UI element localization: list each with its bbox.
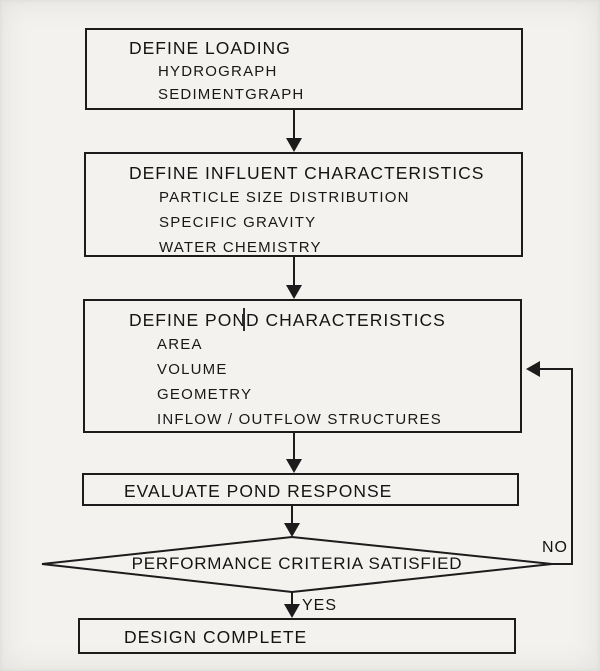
flow-box-design-complete: DESIGN COMPLETE [78,618,516,654]
box-title: DEFINE INFLUENT CHARACTERISTICS [129,163,485,183]
box-item: PARTICLE SIZE DISTRIBUTION [159,189,410,206]
scan-artifact-line [243,308,245,331]
decision-label: PERFORMANCE CRITERIA SATISFIED [131,554,463,573]
flow-box-evaluate-pond-response: EVALUATE POND RESPONSE [82,473,519,506]
flow-box-define-pond-characteristics: DEFINE POND CHARACTERISTICS AREA VOLUME … [83,299,522,433]
no-branch-label: NO [542,539,568,556]
flow-box-define-loading: DEFINE LOADING HYDROGRAPH SEDIMENTGRAPH [85,28,523,110]
arrowhead-into-evaluate [286,459,302,473]
yes-branch-label: YES [302,597,338,614]
box-item: SEDIMENTGRAPH [158,86,305,103]
box-item: GEOMETRY [157,386,253,403]
box-title: DEFINE POND CHARACTERISTICS [129,310,446,330]
box-title: EVALUATE POND RESPONSE [124,481,393,501]
flow-box-define-influent-characteristics: DEFINE INFLUENT CHARACTERISTICS PARTICLE… [84,152,523,257]
box-item: INFLOW / OUTFLOW STRUCTURES [157,411,442,428]
arrowhead-no-into-pond [526,361,540,377]
no-feedback-line [528,368,573,565]
arrowhead-into-complete [284,604,300,618]
box-item: AREA [157,336,203,353]
box-item: WATER CHEMISTRY [159,239,322,256]
arrowhead-into-decision [284,523,300,537]
box-item: SPECIFIC GRAVITY [159,214,317,231]
box-title: DEFINE LOADING [129,38,291,58]
box-title: DESIGN COMPLETE [124,627,308,647]
decision-diamond [41,535,553,594]
arrowhead-into-pond [286,285,302,299]
box-item: VOLUME [157,361,228,378]
box-item: HYDROGRAPH [158,63,278,80]
arrowhead-into-influent [286,138,302,152]
